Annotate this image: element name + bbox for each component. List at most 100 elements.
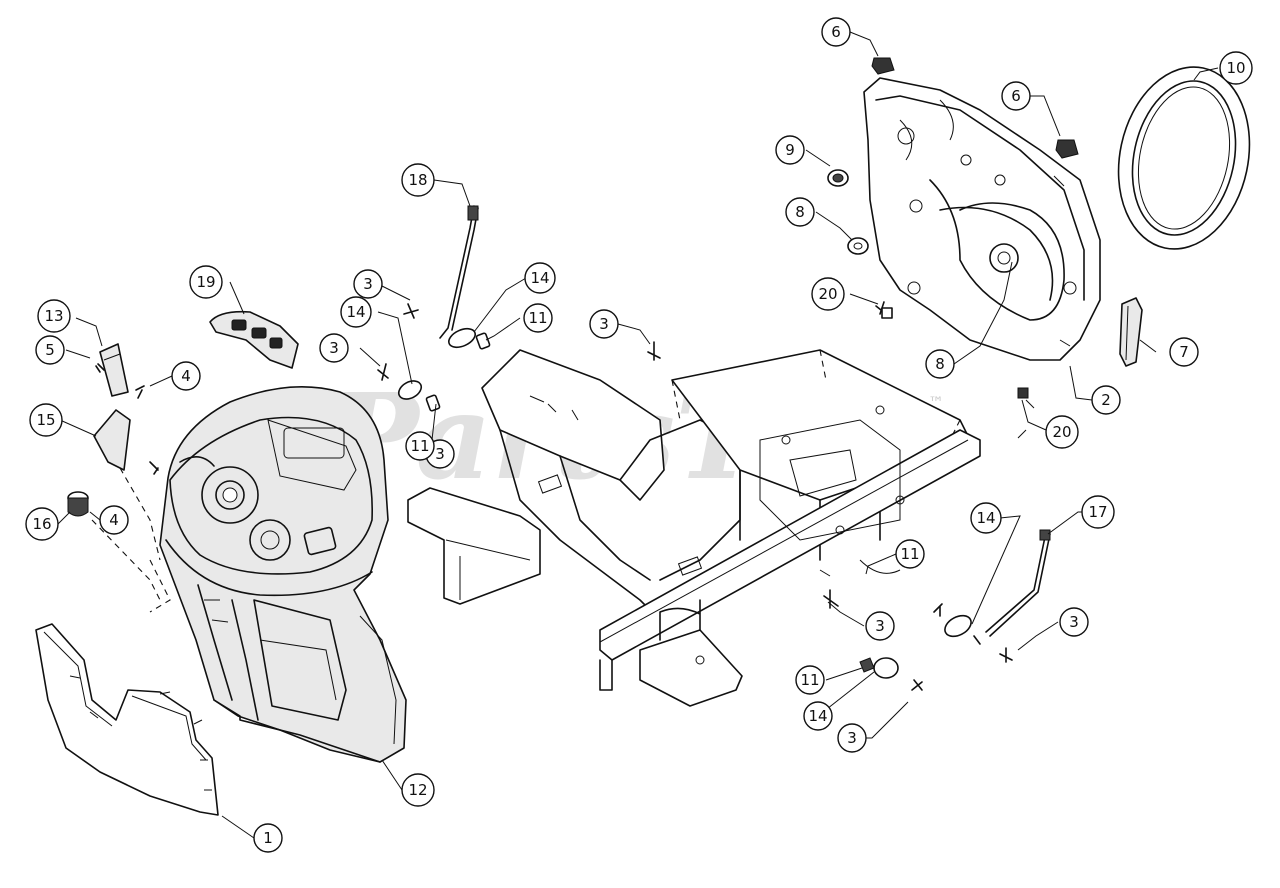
part-bushing-9[interactable] — [827, 169, 849, 187]
screw-4-lower — [149, 461, 159, 475]
svg-text:14: 14 — [808, 707, 827, 725]
screw-5 — [95, 363, 105, 373]
callout-20-b[interactable]: 20 — [1045, 415, 1079, 449]
callout-3-d[interactable]: 3 — [865, 611, 895, 641]
callout-19[interactable]: 19 — [189, 265, 223, 299]
part-lower-panel[interactable] — [35, 623, 219, 816]
part-bolt-20-bottom[interactable] — [1017, 387, 1035, 409]
callout-8-a[interactable]: 8 — [785, 197, 815, 227]
svg-text:9: 9 — [785, 141, 795, 159]
screw-3-b — [403, 303, 419, 319]
callout-11-b[interactable]: 11 — [405, 431, 435, 461]
svg-text:17: 17 — [1088, 503, 1107, 521]
svg-text:11: 11 — [900, 545, 919, 563]
part-washer-8[interactable] — [847, 237, 869, 255]
part-bolt-20-top[interactable] — [875, 301, 893, 319]
callout-3-b[interactable]: 3 — [353, 269, 383, 299]
svg-text:3: 3 — [435, 445, 445, 463]
screw-3-c — [647, 341, 661, 361]
callout-3-a[interactable]: 3 — [319, 333, 349, 363]
svg-text:10: 10 — [1226, 59, 1245, 77]
part-washer-14-center[interactable] — [396, 325, 478, 403]
part-washer-14-bottom[interactable] — [873, 657, 899, 679]
callout-3-f[interactable]: 3 — [837, 723, 867, 753]
callout-1[interactable]: 1 — [253, 823, 283, 853]
svg-text:3: 3 — [599, 315, 609, 333]
part-bracket-15[interactable] — [93, 409, 171, 613]
screw-3-d — [823, 589, 839, 609]
callout-11-a[interactable]: 11 — [523, 303, 553, 333]
callout-17[interactable]: 17 — [1081, 495, 1115, 529]
callout-14-d[interactable]: 14 — [803, 701, 833, 731]
svg-text:6: 6 — [831, 23, 841, 41]
callout-13[interactable]: 13 — [37, 299, 71, 333]
callout-2[interactable]: 2 — [1091, 385, 1121, 415]
callout-20-a[interactable]: 20 — [811, 277, 845, 311]
svg-text:8: 8 — [795, 203, 805, 221]
svg-text:14: 14 — [976, 509, 995, 527]
svg-text:11: 11 — [528, 309, 547, 327]
callout-4-b[interactable]: 4 — [99, 505, 129, 535]
svg-text:13: 13 — [44, 307, 63, 325]
svg-text:15: 15 — [36, 411, 55, 429]
svg-text:20: 20 — [1052, 423, 1071, 441]
callout-5[interactable]: 5 — [35, 335, 65, 365]
callout-6-b[interactable]: 6 — [1001, 81, 1031, 111]
part-nut-6-right[interactable] — [1055, 139, 1079, 159]
callout-3-e[interactable]: 3 — [1059, 607, 1089, 637]
callouts: 1 2 3 3 3 3 3 3 3 4 4 5 6 6 7 8 8 9 10 1… — [25, 17, 1253, 853]
callout-3-c[interactable]: 3 — [589, 309, 619, 339]
callout-18[interactable]: 18 — [401, 163, 435, 197]
part-clip-11-bottom[interactable] — [859, 657, 875, 673]
svg-text:11: 11 — [800, 671, 819, 689]
svg-text:5: 5 — [45, 341, 55, 359]
svg-text:11: 11 — [410, 437, 429, 455]
callout-15[interactable]: 15 — [29, 403, 63, 437]
svg-text:6: 6 — [1011, 87, 1021, 105]
callout-12[interactable]: 12 — [401, 773, 435, 807]
part-frame[interactable] — [407, 349, 981, 707]
svg-text:3: 3 — [329, 339, 339, 357]
callout-14-b[interactable]: 14 — [340, 296, 372, 328]
part-bracket-7[interactable] — [1119, 297, 1143, 367]
svg-text:16: 16 — [32, 515, 51, 533]
callout-8-b[interactable]: 8 — [925, 349, 955, 379]
svg-text:3: 3 — [847, 729, 857, 747]
part-fender-plate[interactable] — [863, 77, 1101, 361]
part-brake-bracket[interactable] — [99, 343, 129, 397]
callout-14-a[interactable]: 14 — [524, 262, 556, 294]
callout-6-a[interactable]: 6 — [821, 17, 851, 47]
callout-11-c[interactable]: 11 — [895, 539, 925, 569]
part-dash-decal[interactable] — [209, 310, 299, 369]
part-ring-10[interactable] — [1102, 55, 1265, 262]
svg-text:4: 4 — [181, 367, 191, 385]
svg-text:20: 20 — [818, 285, 837, 303]
svg-text:3: 3 — [363, 275, 373, 293]
callout-10[interactable]: 10 — [1219, 51, 1253, 85]
svg-text:8: 8 — [935, 355, 945, 373]
part-nut-6-top[interactable] — [871, 57, 895, 75]
callout-9[interactable]: 9 — [775, 135, 805, 165]
svg-text:18: 18 — [408, 171, 427, 189]
svg-text:14: 14 — [530, 269, 549, 287]
callout-11-d[interactable]: 11 — [795, 665, 825, 695]
svg-text:4: 4 — [109, 511, 119, 529]
screw-3-f — [911, 679, 923, 691]
part-knob-16[interactable] — [67, 491, 89, 517]
callout-4-a[interactable]: 4 — [171, 361, 201, 391]
callout-14-c[interactable]: 14 — [970, 502, 1002, 534]
cable-routing — [91, 519, 161, 601]
callout-7[interactable]: 7 — [1169, 337, 1199, 367]
screw-4-upper — [135, 385, 145, 399]
part-rod-18[interactable] — [439, 205, 479, 339]
svg-text:12: 12 — [408, 781, 427, 799]
part-rod-17[interactable] — [985, 529, 1051, 637]
screw-3-a — [377, 363, 389, 381]
callout-16[interactable]: 16 — [25, 507, 59, 541]
leader-lines — [57, 31, 1219, 839]
part-hood[interactable] — [159, 386, 407, 763]
svg-text:7: 7 — [1179, 343, 1189, 361]
svg-text:14: 14 — [346, 303, 365, 321]
part-washer-14-right[interactable] — [933, 603, 975, 641]
